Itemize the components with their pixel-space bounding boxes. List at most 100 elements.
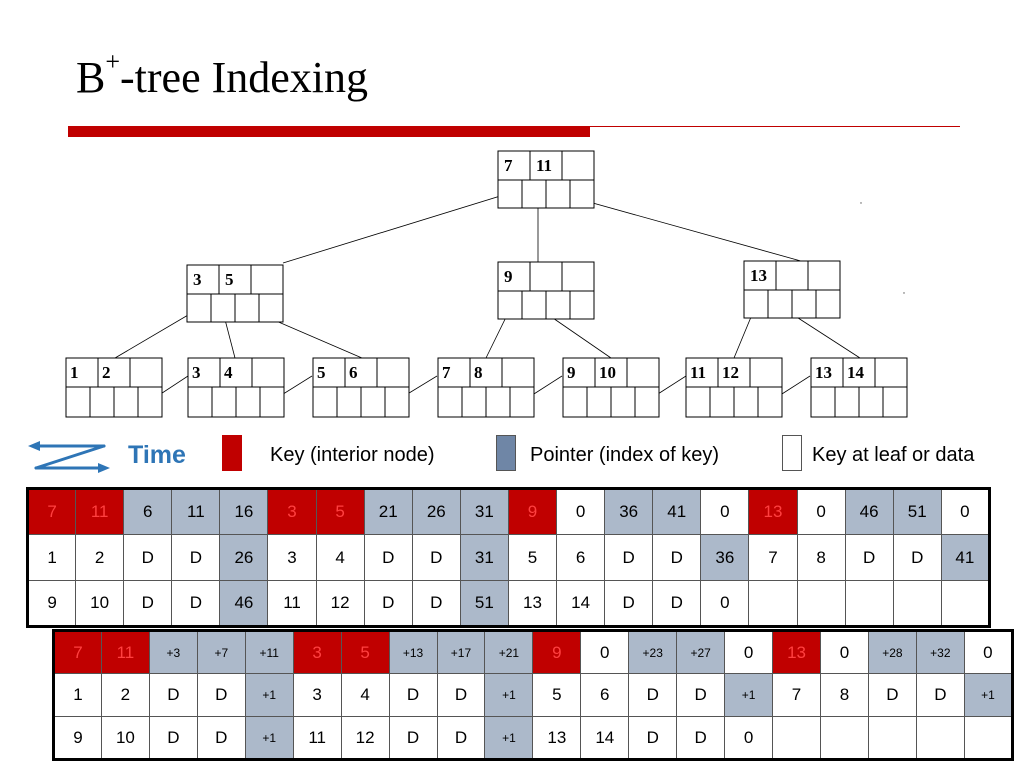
key-cell: 5 xyxy=(315,488,365,535)
leaf-cell: 11 xyxy=(292,716,342,760)
key-cell: 11 xyxy=(100,630,150,674)
leaf-key: 12 xyxy=(722,363,739,382)
leaf-key: 13 xyxy=(815,363,832,382)
leaf-cell: 8 xyxy=(820,673,869,717)
title-underline-rule xyxy=(590,126,960,127)
leaf-cell: D xyxy=(676,673,726,717)
key-cell: 9 xyxy=(532,630,582,674)
leaf-cell: D xyxy=(604,534,654,581)
leaf-cell: D xyxy=(892,534,942,581)
leaf-cell: 8 xyxy=(796,534,846,581)
key-slot xyxy=(469,357,503,388)
key-slot xyxy=(186,264,220,295)
key-slot xyxy=(775,260,809,291)
leaf-cell: 2 xyxy=(75,534,125,581)
pointer-cell: +7 xyxy=(196,630,246,674)
leaf-cell: D xyxy=(411,580,461,627)
pointer-cell: +21 xyxy=(484,630,534,674)
pointer-cell: +1 xyxy=(724,673,774,717)
leaf-cell: D xyxy=(915,673,965,717)
pointer-cell: 51 xyxy=(459,580,509,627)
leaf-cell: 9 xyxy=(53,716,102,760)
pointer-cell: +32 xyxy=(915,630,965,674)
key-cell: 7 xyxy=(53,630,102,674)
leaf-cell: 4 xyxy=(315,534,365,581)
pointer-cell: +27 xyxy=(676,630,726,674)
pointer-cell: +11 xyxy=(244,630,294,674)
leaf-cell: 7 xyxy=(748,534,798,581)
leaf-key: 1 xyxy=(70,363,79,382)
pointer-cell: +13 xyxy=(388,630,438,674)
leaf-cell: 0 xyxy=(556,488,606,535)
leaf-cell: 3 xyxy=(267,534,317,581)
leaf-cell xyxy=(748,580,798,627)
key-slot xyxy=(561,150,595,181)
title-rest: -tree Indexing xyxy=(120,53,369,102)
leaf-cell xyxy=(867,716,917,760)
interior-node: 13 xyxy=(743,260,841,319)
node-key: 9 xyxy=(504,267,513,286)
leaf-key: 3 xyxy=(192,363,201,382)
key-slot xyxy=(129,357,163,388)
leaf-cell: 0 xyxy=(796,488,846,535)
leaf-key: 9 xyxy=(567,363,576,382)
leaf-cell: 7 xyxy=(772,673,821,717)
pointer-cell: 41 xyxy=(652,488,702,535)
leaf-cell: D xyxy=(363,580,413,627)
pointer-swatch xyxy=(496,435,516,471)
leaf-cell: D xyxy=(171,534,221,581)
leaf-cell: 0 xyxy=(700,580,750,627)
key-slot xyxy=(497,261,531,292)
pointer-cell: +1 xyxy=(244,716,294,760)
leaf-swatch xyxy=(782,435,802,471)
pointer-cell: 36 xyxy=(604,488,654,535)
node-key: 3 xyxy=(193,270,202,289)
leaf-cell: 9 xyxy=(26,580,77,627)
key-slot xyxy=(218,264,252,295)
leaf-cell: D xyxy=(436,716,486,760)
key-cell: 3 xyxy=(292,630,342,674)
leaf-cell: 0 xyxy=(940,488,991,535)
leaf-cell: 0 xyxy=(724,716,774,760)
key-slot xyxy=(65,357,99,388)
node-key: 11 xyxy=(536,156,552,175)
leaf-cell: 0 xyxy=(724,630,774,674)
key-cell: 11 xyxy=(75,488,125,535)
title-underline-bar xyxy=(68,126,590,137)
key-slot xyxy=(626,357,660,388)
leaf-key: 10 xyxy=(599,363,616,382)
key-slot xyxy=(497,150,531,181)
tree-edge xyxy=(114,307,201,359)
leaf-cell: D xyxy=(867,673,917,717)
leaf-cell: D xyxy=(148,716,198,760)
leaf-cell: D xyxy=(652,580,702,627)
leaf-cell: D xyxy=(196,716,246,760)
leaf-key: 4 xyxy=(224,363,233,382)
pointer-cell: 26 xyxy=(411,488,461,535)
leaf-cell: 10 xyxy=(100,716,150,760)
time-arrows-icon xyxy=(28,441,110,473)
pointer-cell: +3 xyxy=(148,630,198,674)
key-slot xyxy=(594,357,628,388)
pointer-cell: 46 xyxy=(844,488,894,535)
leaf-cell: D xyxy=(628,673,678,717)
tree-edge xyxy=(556,192,809,264)
key-cell: 13 xyxy=(748,488,798,535)
key-slot xyxy=(312,357,346,388)
key-cell: 13 xyxy=(772,630,821,674)
leaf-cell: D xyxy=(123,580,173,627)
pointer-cell: +28 xyxy=(867,630,917,674)
key-slot xyxy=(501,357,535,388)
pointer-cell: 16 xyxy=(219,488,269,535)
pointer-cell: 26 xyxy=(219,534,269,581)
leaf-cell xyxy=(772,716,821,760)
key-slot xyxy=(376,357,410,388)
pointer-cell: 31 xyxy=(459,488,509,535)
leaf-key: 6 xyxy=(349,363,358,382)
